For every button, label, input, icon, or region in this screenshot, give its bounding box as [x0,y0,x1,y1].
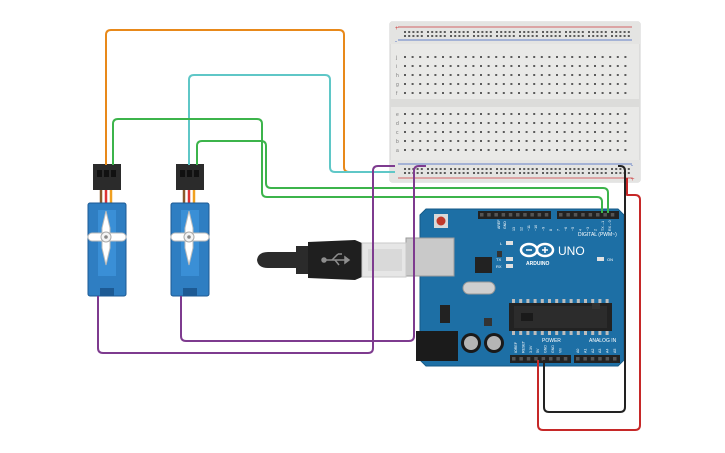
reset-button-cap [436,216,446,226]
led-rx-label: RX [496,264,502,269]
pin-label: 8 [549,229,553,231]
dc-power-jack [416,331,458,361]
breadboard-row-label: e [396,112,399,118]
breadboard-center-channel [390,99,640,107]
power-header [510,355,571,363]
pin-label: 3.3V [529,345,533,353]
microcontroller-pins [512,299,609,335]
pin-label: ~6 [564,227,568,231]
pin-label: GND [544,345,548,353]
smd-component [497,251,502,257]
usb-cable[interactable] [257,240,407,280]
breadboard-row-label: g [396,82,399,88]
power-header-label: POWER [542,338,561,344]
pin-label: A1 [583,349,587,353]
breadboard-row-label: i [396,64,397,70]
analog-header [574,355,620,363]
usb-symbol-icon [321,253,351,266]
pin-label: 5V [536,348,540,353]
breadboard-row-label: a [396,148,399,154]
pin-label: 13 [512,227,516,231]
pin-label: ~5 [571,227,575,231]
rail-minus-label: - [395,39,397,45]
pin-label: ~10 [534,225,538,231]
pin-label: RX←0 [608,220,612,231]
pin-label: A4 [606,349,610,353]
wire-purple-servo2-ground[interactable] [180,165,426,342]
brand-logo-text: ARDUINO [526,261,549,267]
pin-label: A2 [591,349,595,353]
pin-label: A3 [598,349,602,353]
pin-label: RESET [521,340,525,353]
wire-purple-servo1-ground[interactable] [97,165,395,354]
breadboard-row-label: f [396,91,398,97]
digital-header-left [478,211,551,219]
breadboard-row-label: d [396,121,399,127]
wire-green-servo1-signal[interactable] [112,118,603,213]
breadboard-row-label: c [396,130,399,136]
pin-label: ~9 [542,227,546,231]
pin-label: TX→1 [601,221,605,231]
led-l-label: L [500,241,503,246]
led-l [506,241,513,245]
breadboard-row-label: h [396,73,399,79]
crystal-oscillator [462,281,496,295]
wire-orange-servo1-power[interactable] [105,29,395,173]
wire-cyan-servo2-power[interactable] [188,74,395,173]
led-tx [506,257,513,261]
smd-component-2 [484,318,492,326]
rail-minus-label-bottom: - [631,163,633,169]
arduino-infinity-logo [519,242,555,258]
pin-label: ~3 [586,227,590,231]
rail-plus-label-bottom: + [631,177,635,183]
header-pin-holes [480,213,617,361]
analog-header-label: ANALOG IN [589,338,617,344]
pin-label: Vin [558,348,562,353]
servo-motor-2[interactable] [170,164,210,297]
digital-header-label: DIGITAL (PWM~) [578,232,617,238]
pin-label: A5 [613,349,617,353]
pin-label: IOREF [514,341,518,353]
pin-label: 2 [593,229,597,231]
pin-label: 12 [519,227,523,231]
led-rx [506,264,513,268]
digital-header-right [557,211,619,219]
wire-black-gnd[interactable] [543,165,626,413]
servo-motor-1[interactable] [87,164,127,297]
breadboard-row-label: b [396,139,399,145]
voltage-regulator [440,305,450,323]
led-on [597,257,604,261]
pin-label: A0 [576,349,580,353]
pin-label: 7 [556,229,560,231]
board-model-label: UNO [558,244,585,258]
rail-plus-label: + [395,26,399,32]
wires [97,29,641,431]
aref-pin-label: AREF [497,220,501,229]
arduino-uno-board[interactable]: DIGITAL (PWM~) POWER ANALOG IN AREF GND … [405,208,625,367]
wire-red-5v[interactable] [537,178,641,431]
pin-label: 4 [579,229,583,231]
led-tx-label: TX [496,257,501,262]
pin-label: GND [551,345,555,353]
gnd-pin-label: GND [503,221,507,229]
led-on-label: ON [607,257,613,262]
pin-label: ~11 [527,225,531,231]
wire-green-servo2-signal[interactable] [196,140,609,213]
breadboard-row-label: j [395,55,397,61]
usb-controller-chip [475,257,492,273]
